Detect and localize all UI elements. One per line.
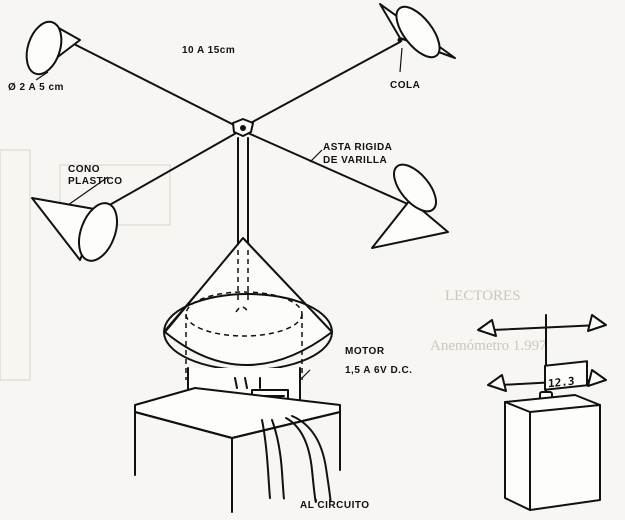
label-rod-1: ASTA RIGIDA — [323, 142, 392, 153]
cone-cup-bottom-left — [31, 197, 118, 262]
hub — [232, 118, 254, 137]
label-to-circuit: AL CIRCUITO — [300, 500, 370, 511]
label-cone-1: CONO — [68, 164, 100, 175]
bg-line: Anemómetro 1.997 — [430, 338, 547, 354]
label-motor-1: MOTOR — [345, 346, 385, 357]
mini-anemometer — [477, 314, 607, 511]
label-rod-2: DE VARILLA — [323, 155, 387, 166]
wires — [261, 415, 332, 503]
label-cup-diameter: Ø 2 A 5 cm — [8, 82, 64, 93]
lcd-display — [544, 360, 588, 391]
bg-heading: LECTORES — [445, 288, 521, 304]
lcd-reading: 12.3 — [548, 375, 574, 391]
cone-cup-top-left — [25, 20, 81, 76]
label-tail: COLA — [390, 80, 420, 91]
label-cone-2: PLASTICO — [68, 176, 123, 187]
motor-cover — [163, 237, 333, 380]
shaft — [237, 137, 249, 246]
label-arm-length: 10 A 15cm — [182, 45, 235, 56]
cross-arms — [69, 41, 411, 216]
cone-cup-bottom-right — [371, 163, 449, 249]
pedestal — [134, 387, 341, 513]
label-motor-2: 1,5 A 6V D.C. — [345, 365, 412, 376]
leaders — [35, 47, 403, 379]
cone-cup-top-right — [379, 3, 456, 59]
